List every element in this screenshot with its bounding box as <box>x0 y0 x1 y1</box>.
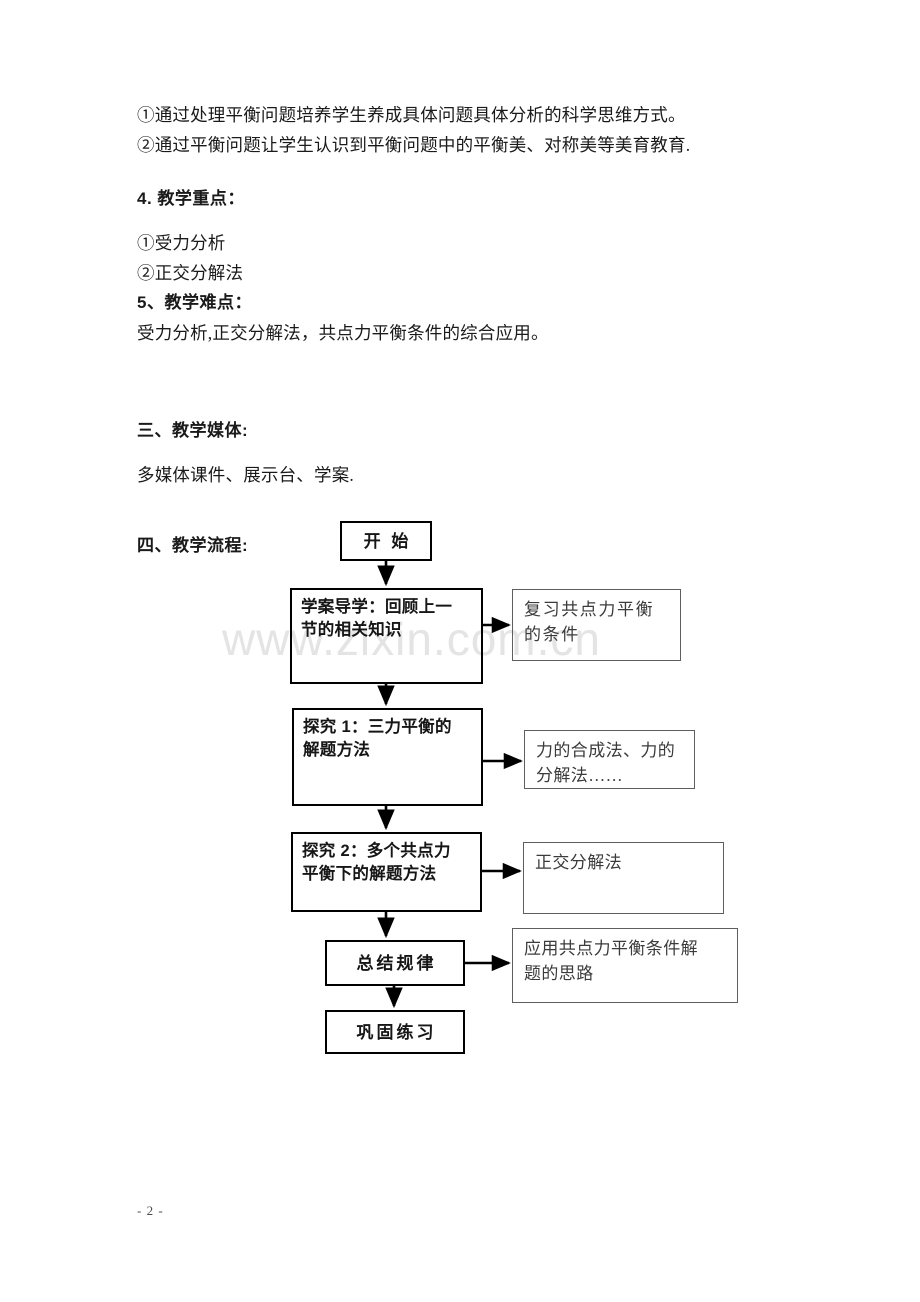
spacer <box>137 214 817 228</box>
flow-node-inquiry-2-label: 探究 2：多个共点力平衡下的解题方法 <box>302 842 451 883</box>
flow-node-practice-label: 巩固练习 <box>356 1022 437 1042</box>
flow-node-practice[interactable]: 巩固练习 <box>325 1010 465 1054</box>
flow-node-start-label: 开 始 <box>363 531 412 551</box>
document-body: ①通过处理平衡问题培养学生养成具体问题具体分析的科学思维方式。 ②通过平衡问题让… <box>137 100 817 490</box>
site-watermark: www.zixin.com.cn <box>222 613 601 665</box>
key-point-item-1: ①受力分析 <box>137 233 226 253</box>
flow-note-guided-learning-label: 复习共点力平衡的条件 <box>524 600 655 644</box>
heading-difficulties: 5、教学难点： <box>137 293 252 312</box>
flow-node-guided-learning-label: 学案导学：回顾上一节的相关知识 <box>301 598 453 639</box>
flow-node-inquiry-1[interactable]: 探究 1：三力平衡的解题方法 <box>292 708 483 806</box>
spacer <box>137 446 817 460</box>
flow-note-guided-learning[interactable]: 复习共点力平衡的条件 <box>512 589 681 661</box>
difficulties-text: 受力分析,正交分解法，共点力平衡条件的综合应用。 <box>137 323 549 343</box>
flow-note-inquiry-2-label: 正交分解法 <box>535 853 622 872</box>
key-point-item-2: ②正交分解法 <box>137 263 244 283</box>
spacer <box>137 160 817 184</box>
teaching-media-text: 多媒体课件、展示台、学案. <box>137 465 354 485</box>
heading-key-points: 4. 教学重点： <box>137 189 245 208</box>
flow-note-summary-label: 应用共点力平衡条件解题的思路 <box>524 939 698 983</box>
spacer <box>137 348 817 392</box>
flow-note-inquiry-2[interactable]: 正交分解法 <box>523 842 724 914</box>
flow-node-inquiry-2[interactable]: 探究 2：多个共点力平衡下的解题方法 <box>291 832 482 912</box>
flow-node-inquiry-1-label: 探究 1：三力平衡的解题方法 <box>303 718 452 759</box>
flow-node-start[interactable]: 开 始 <box>340 521 432 561</box>
page-number: - 2 - <box>137 1203 164 1218</box>
flow-note-inquiry-1[interactable]: 力的合成法、力的分解法…… <box>524 730 695 789</box>
flow-node-summary-label: 总结规律 <box>356 953 437 973</box>
flow-note-inquiry-1-label: 力的合成法、力的分解法…… <box>536 741 676 785</box>
heading-teaching-media: 三、教学媒体: <box>137 421 249 440</box>
flow-node-summary[interactable]: 总结规律 <box>325 940 465 986</box>
spacer <box>137 392 817 416</box>
objective-item-1: ①通过处理平衡问题培养学生养成具体问题具体分析的科学思维方式。 <box>137 105 686 125</box>
objective-item-2: ②通过平衡问题让学生认识到平衡问题中的平衡美、对称美等美育教育. <box>137 135 691 155</box>
flow-note-summary[interactable]: 应用共点力平衡条件解题的思路 <box>512 928 738 1003</box>
flow-node-guided-learning[interactable]: 学案导学：回顾上一节的相关知识 <box>290 588 483 684</box>
heading-teaching-flow: 四、教学流程: <box>137 536 249 555</box>
